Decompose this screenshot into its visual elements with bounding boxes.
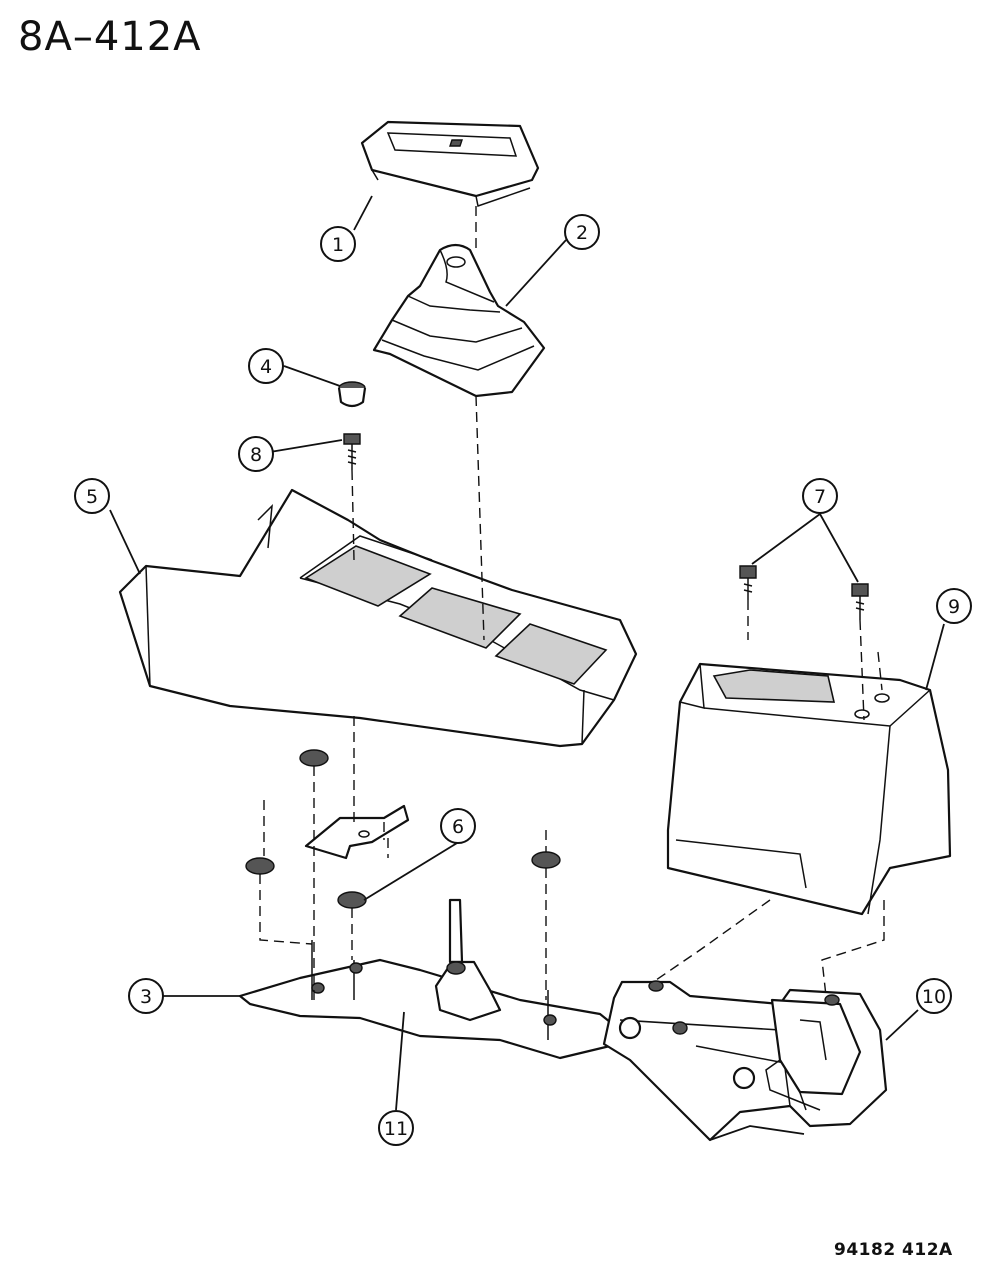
part-plug — [337, 381, 367, 408]
callout-3: 3 — [128, 978, 164, 1014]
part-screw-upper — [343, 433, 361, 470]
callout-1: 1 — [320, 226, 356, 262]
callout-2: 2 — [564, 214, 600, 250]
callout-7: 7 — [802, 478, 838, 514]
callout-8-label: 8 — [250, 444, 262, 466]
diagram-title: 8A–412A — [18, 14, 202, 60]
callout-6: 6 — [440, 808, 476, 844]
callout-9: 9 — [936, 588, 972, 624]
callout-10: 10 — [916, 978, 952, 1014]
figure-code: 94182 412A — [834, 1240, 953, 1260]
callout-9-label: 9 — [948, 596, 960, 618]
part-bezel — [360, 120, 540, 207]
callout-5: 5 — [74, 478, 110, 514]
callout-10-label: 10 — [922, 986, 946, 1008]
dashed-alignment-lines — [259, 206, 885, 1000]
callout-4: 4 — [248, 348, 284, 384]
callout-8: 8 — [238, 436, 274, 472]
callout-4-label: 4 — [260, 356, 272, 378]
callout-11-label: 11 — [384, 1118, 408, 1140]
part-floor-console — [118, 488, 638, 748]
callout-5-label: 5 — [86, 486, 98, 508]
part-bracket-nuts — [245, 749, 561, 909]
part-rear-console — [666, 662, 952, 916]
part-screws-rear — [739, 565, 869, 620]
callout-3-label: 3 — [140, 986, 152, 1008]
part-shift-boot — [372, 243, 546, 398]
part-shifter-base — [238, 898, 888, 1142]
callout-1-label: 1 — [332, 234, 344, 256]
callout-6-label: 6 — [452, 816, 464, 838]
callout-11: 11 — [378, 1110, 414, 1146]
callout-7-label: 7 — [814, 486, 826, 508]
leader-lines — [109, 195, 945, 1141]
callout-2-label: 2 — [576, 222, 588, 244]
